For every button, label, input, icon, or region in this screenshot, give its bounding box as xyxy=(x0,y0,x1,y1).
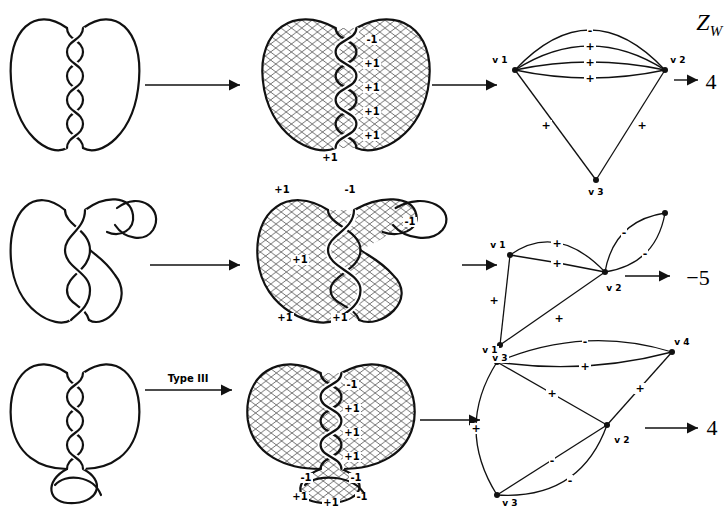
crossing-sign: -1 xyxy=(345,380,358,390)
crossing-sign: +1 xyxy=(363,83,380,93)
crossing-sign: +1 xyxy=(291,492,308,502)
graph-edge xyxy=(607,352,672,425)
graph-edge xyxy=(497,425,607,495)
crossing-sign: -1 xyxy=(365,35,378,45)
graph-vertex xyxy=(494,492,500,498)
graph-vertex xyxy=(662,67,668,73)
vertex-label: v 2 xyxy=(669,56,686,65)
vertex-label: v 1 xyxy=(489,241,506,250)
signed-graph xyxy=(476,341,675,498)
step-arrow xyxy=(150,264,240,265)
graph-vertex xyxy=(602,269,608,275)
edge-sign: - xyxy=(642,248,649,259)
crossing-sign: +1 xyxy=(322,498,339,508)
edge-sign: - xyxy=(582,336,589,347)
edge-sign: - xyxy=(621,227,628,238)
edge-sign: + xyxy=(551,258,562,269)
zw-value: −5 xyxy=(686,267,709,289)
crossing-sign: +1 xyxy=(363,131,380,141)
edge-sign: + xyxy=(636,120,647,131)
graph-vertex xyxy=(662,210,668,216)
step-arrow xyxy=(625,275,670,276)
edge-sign: + xyxy=(584,57,595,68)
edge-sign: + xyxy=(546,388,557,399)
step-arrow xyxy=(462,264,497,265)
crossing-sign: +1 xyxy=(291,255,308,265)
crossing-sign: +1 xyxy=(363,59,380,69)
graph-edge xyxy=(515,70,596,180)
graph-vertex xyxy=(593,177,599,183)
step-arrow xyxy=(432,84,497,85)
vertex-label: v 1 xyxy=(491,56,508,65)
vertex-label: v 3 xyxy=(491,354,508,363)
crossing-sign: +1 xyxy=(331,313,348,323)
crossing-sign: +1 xyxy=(343,452,360,462)
column-heading: Z xyxy=(696,10,709,34)
graph-edge xyxy=(515,30,665,70)
crossing-sign: -1 xyxy=(403,217,416,227)
crossing-sign: +1 xyxy=(343,404,360,414)
edge-sign: + xyxy=(584,73,595,84)
signed-graph xyxy=(512,30,668,183)
graph-vertex xyxy=(669,349,675,355)
crossing-sign: +1 xyxy=(321,153,338,163)
graph-edge xyxy=(497,425,607,495)
crossing-sign: +1 xyxy=(363,107,380,117)
crossing-sign: -1 xyxy=(299,473,312,483)
vertex-label: v 3 xyxy=(587,188,604,197)
step-arrow xyxy=(145,84,240,85)
knot-diagram xyxy=(11,19,140,150)
knot-diagram xyxy=(247,364,414,503)
edge-sign: + xyxy=(584,41,595,52)
edge-sign: + xyxy=(470,423,481,434)
crossing-sign: +1 xyxy=(276,313,293,323)
crossing-sign: -1 xyxy=(343,185,356,195)
crossing-sign: -1 xyxy=(355,492,368,502)
graph-edge xyxy=(500,255,510,345)
graph-edge xyxy=(500,272,605,345)
signed-graph xyxy=(497,210,668,348)
vertex-label: v 2 xyxy=(613,436,630,445)
edge-sign: + xyxy=(634,383,645,394)
process-arrows xyxy=(145,80,698,428)
vertex-label: v 4 xyxy=(673,338,690,347)
graph-edge xyxy=(605,213,665,272)
edge-sign: + xyxy=(488,295,499,306)
zw-value: 4 xyxy=(706,71,717,93)
step-arrow xyxy=(145,389,232,390)
crossing-sign: +1 xyxy=(273,185,290,195)
step-arrow xyxy=(420,419,480,420)
vertex-label: v 3 xyxy=(501,499,518,508)
edge-sign: - xyxy=(587,25,594,36)
knot-diagram xyxy=(11,199,156,322)
move-label: Type III xyxy=(167,374,210,384)
crossing-sign: -1 xyxy=(349,473,362,483)
knot-diagram xyxy=(257,199,446,322)
edge-sign: - xyxy=(549,455,556,466)
edge-sign: - xyxy=(567,475,574,486)
edge-sign: + xyxy=(551,238,562,249)
vertex-label: v 1 xyxy=(481,346,498,355)
edge-sign: + xyxy=(540,120,551,131)
graph-vertex xyxy=(507,252,513,258)
step-arrow xyxy=(645,427,698,428)
edge-sign: + xyxy=(579,361,590,372)
graph-edge xyxy=(605,213,665,272)
graph-vertex xyxy=(512,67,518,73)
vertex-label: v 2 xyxy=(605,284,622,293)
crossing-sign: +1 xyxy=(343,428,360,438)
edge-sign: + xyxy=(553,313,564,324)
column-heading-subscript: W xyxy=(710,24,723,39)
zw-value: 4 xyxy=(707,417,718,439)
graph-edge xyxy=(510,255,605,272)
graph-edge xyxy=(596,70,665,180)
knot-diagram xyxy=(11,364,140,503)
step-arrow xyxy=(674,79,698,80)
checkerboard-shading xyxy=(262,19,429,150)
checkerboard-shading xyxy=(247,364,414,503)
knot-diagram xyxy=(262,19,429,150)
graph-vertex xyxy=(604,422,610,428)
